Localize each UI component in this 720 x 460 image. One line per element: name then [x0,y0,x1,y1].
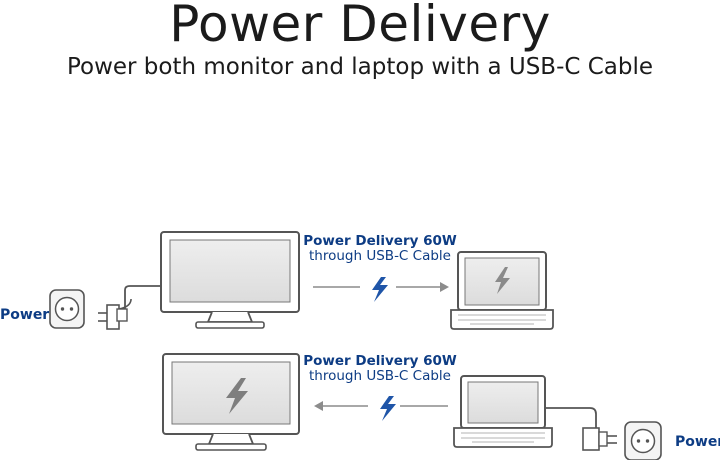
power-cable [545,407,597,428]
power-label: Power [0,307,50,323]
lightning-bolt-icon [495,267,510,294]
power-adapter-icon [582,427,617,451]
power-delivery-label: Power Delivery 60W through USB-C Cable [300,354,460,384]
monitor-icon [160,231,300,329]
wall-outlet-icon [624,421,662,460]
monitor-icon [162,353,300,451]
wall-outlet-icon [49,289,85,329]
laptop-icon [450,251,554,330]
power-delivery-title: Power Delivery 60W [303,353,457,369]
page-title: Power Delivery [169,0,551,53]
power-delivery-subtitle: through USB-C Cable [309,248,451,264]
laptop-icon [453,375,553,448]
power-label: Power [675,434,720,450]
power-delivery-subtitle: through USB-C Cable [309,368,451,384]
power-adapter-icon [98,299,132,330]
power-delivery-title: Power Delivery 60W [303,233,457,249]
power-cable [124,285,163,309]
lightning-bolt-icon [372,277,388,302]
lightning-bolt-icon [380,396,396,421]
page-subtitle: Power both monitor and laptop with a USB… [66,54,654,80]
lightning-bolt-icon [226,378,248,414]
arrow-right-icon [313,282,449,292]
power-delivery-label: Power Delivery 60W through USB-C Cable [300,234,460,264]
arrow-left-icon [314,401,448,411]
